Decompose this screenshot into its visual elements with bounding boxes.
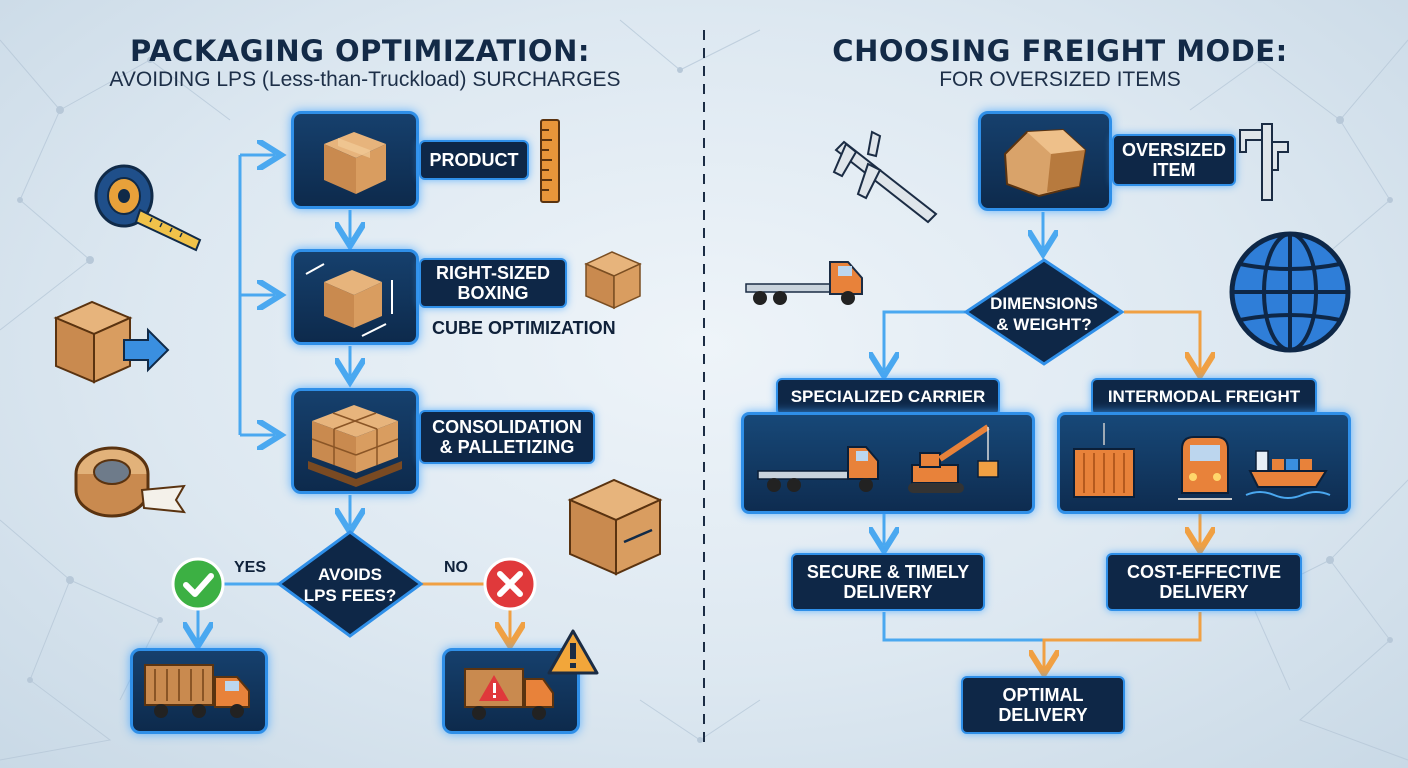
optimal-delivery-label: OPTIMAL DELIVERY <box>961 676 1125 734</box>
pallet-icon <box>308 405 402 487</box>
consolidation-text-2: & PALLETIZING <box>439 437 575 457</box>
caliper-icon <box>832 130 938 224</box>
specialized-carrier-text: SPECIALIZED CARRIER <box>790 387 986 406</box>
cube-optimization-text: CUBE OPTIMIZATION <box>432 318 616 338</box>
ship-icon <box>1245 450 1331 499</box>
product-tile <box>291 111 419 209</box>
secure-delivery-text-1: SECURE & TIMELY <box>806 562 970 582</box>
dimensions-decision-diamond <box>963 258 1125 366</box>
intermodal-icons <box>1073 423 1331 500</box>
left-subtitle: AVOIDING LPS (Less-than-Truckload) SURCH… <box>109 68 621 91</box>
box-arrow-icon <box>53 300 170 384</box>
check-icon <box>171 557 225 611</box>
warning-icon <box>547 629 599 675</box>
left-connectors <box>0 0 704 768</box>
secure-delivery-text-2: DELIVERY <box>843 582 933 602</box>
no-label: NO <box>444 559 468 576</box>
dimensions-line-1: DIMENSIONS <box>990 294 1098 313</box>
oversized-text-2: ITEM <box>1152 160 1196 180</box>
tape-measure-icon <box>94 164 202 252</box>
dimensions-decision-text: DIMENSIONS & WEIGHT? <box>974 293 1114 335</box>
yes-truck-tile <box>130 648 268 734</box>
specialized-carrier-icons <box>757 424 999 493</box>
consolidation-tile <box>291 388 419 494</box>
yes-label: YES <box>234 559 267 576</box>
flatbed-truck-icon <box>757 446 879 492</box>
box-icon-large <box>567 478 663 576</box>
product-label: PRODUCT <box>419 140 529 180</box>
right-title: CHOOSING FREIGHT MODE: <box>832 34 1288 68</box>
right-connectors <box>704 212 1408 768</box>
globe-icon <box>1229 231 1351 353</box>
flatbed-truck-icon <box>745 261 863 305</box>
oversized-label: OVERSIZED ITEM <box>1112 134 1236 186</box>
ruler-icon <box>540 119 560 203</box>
packing-tape-icon <box>74 446 187 518</box>
oversized-tile <box>978 111 1112 211</box>
specialized-carrier-label: SPECIALIZED CARRIER <box>776 378 1000 416</box>
cost-effective-text-1: COST-EFFECTIVE <box>1126 562 1281 582</box>
cost-effective-label: COST-EFFECTIVE DELIVERY <box>1106 553 1302 611</box>
specialized-carrier-panel <box>741 412 1035 514</box>
rock-icon <box>1003 128 1087 198</box>
intermodal-freight-panel <box>1057 412 1351 514</box>
lps-decision-line-2: LPS FEES? <box>303 586 397 605</box>
x-icon <box>483 557 537 611</box>
intermodal-freight-label: INTERMODAL FREIGHT <box>1091 378 1317 416</box>
caliper-small-icon <box>1239 123 1289 201</box>
cost-effective-text-2: DELIVERY <box>1159 582 1249 602</box>
train-icon <box>1178 436 1232 500</box>
right-sized-text-1: RIGHT-SIZED <box>435 263 550 283</box>
lps-decision-line-1: AVOIDS <box>318 565 382 584</box>
dimensions-line-2: & WEIGHT? <box>996 315 1092 334</box>
crane-icon <box>908 424 999 493</box>
right-sized-label: RIGHT-SIZED BOXING <box>419 258 567 308</box>
right-subtitle: FOR OVERSIZED ITEMS <box>939 68 1181 91</box>
consolidation-text-1: CONSOLIDATION <box>432 417 582 437</box>
secure-delivery-label: SECURE & TIMELY DELIVERY <box>791 553 985 611</box>
optimal-delivery-text-2: DELIVERY <box>998 705 1088 725</box>
right-sized-tile <box>291 249 419 345</box>
lps-decision-diamond <box>276 530 424 638</box>
oversized-text-1: OVERSIZED <box>1121 140 1227 160</box>
lps-decision-text: AVOIDS LPS FEES? <box>290 564 410 606</box>
intermodal-freight-text: INTERMODAL FREIGHT <box>1107 387 1301 406</box>
truck-icon <box>144 664 250 718</box>
container-icon <box>1073 423 1135 498</box>
warning-truck-icon <box>464 668 554 720</box>
consolidation-label: CONSOLIDATION & PALLETIZING <box>419 410 595 464</box>
sized-box-icon <box>305 263 393 337</box>
product-text: PRODUCT <box>429 150 519 170</box>
optimal-delivery-text-1: OPTIMAL <box>1002 685 1084 705</box>
left-title: PACKAGING OPTIMIZATION: <box>130 34 590 68</box>
outline-box-icon <box>584 251 642 310</box>
right-sized-text-2: BOXING <box>457 283 529 303</box>
box-icon <box>324 132 386 194</box>
